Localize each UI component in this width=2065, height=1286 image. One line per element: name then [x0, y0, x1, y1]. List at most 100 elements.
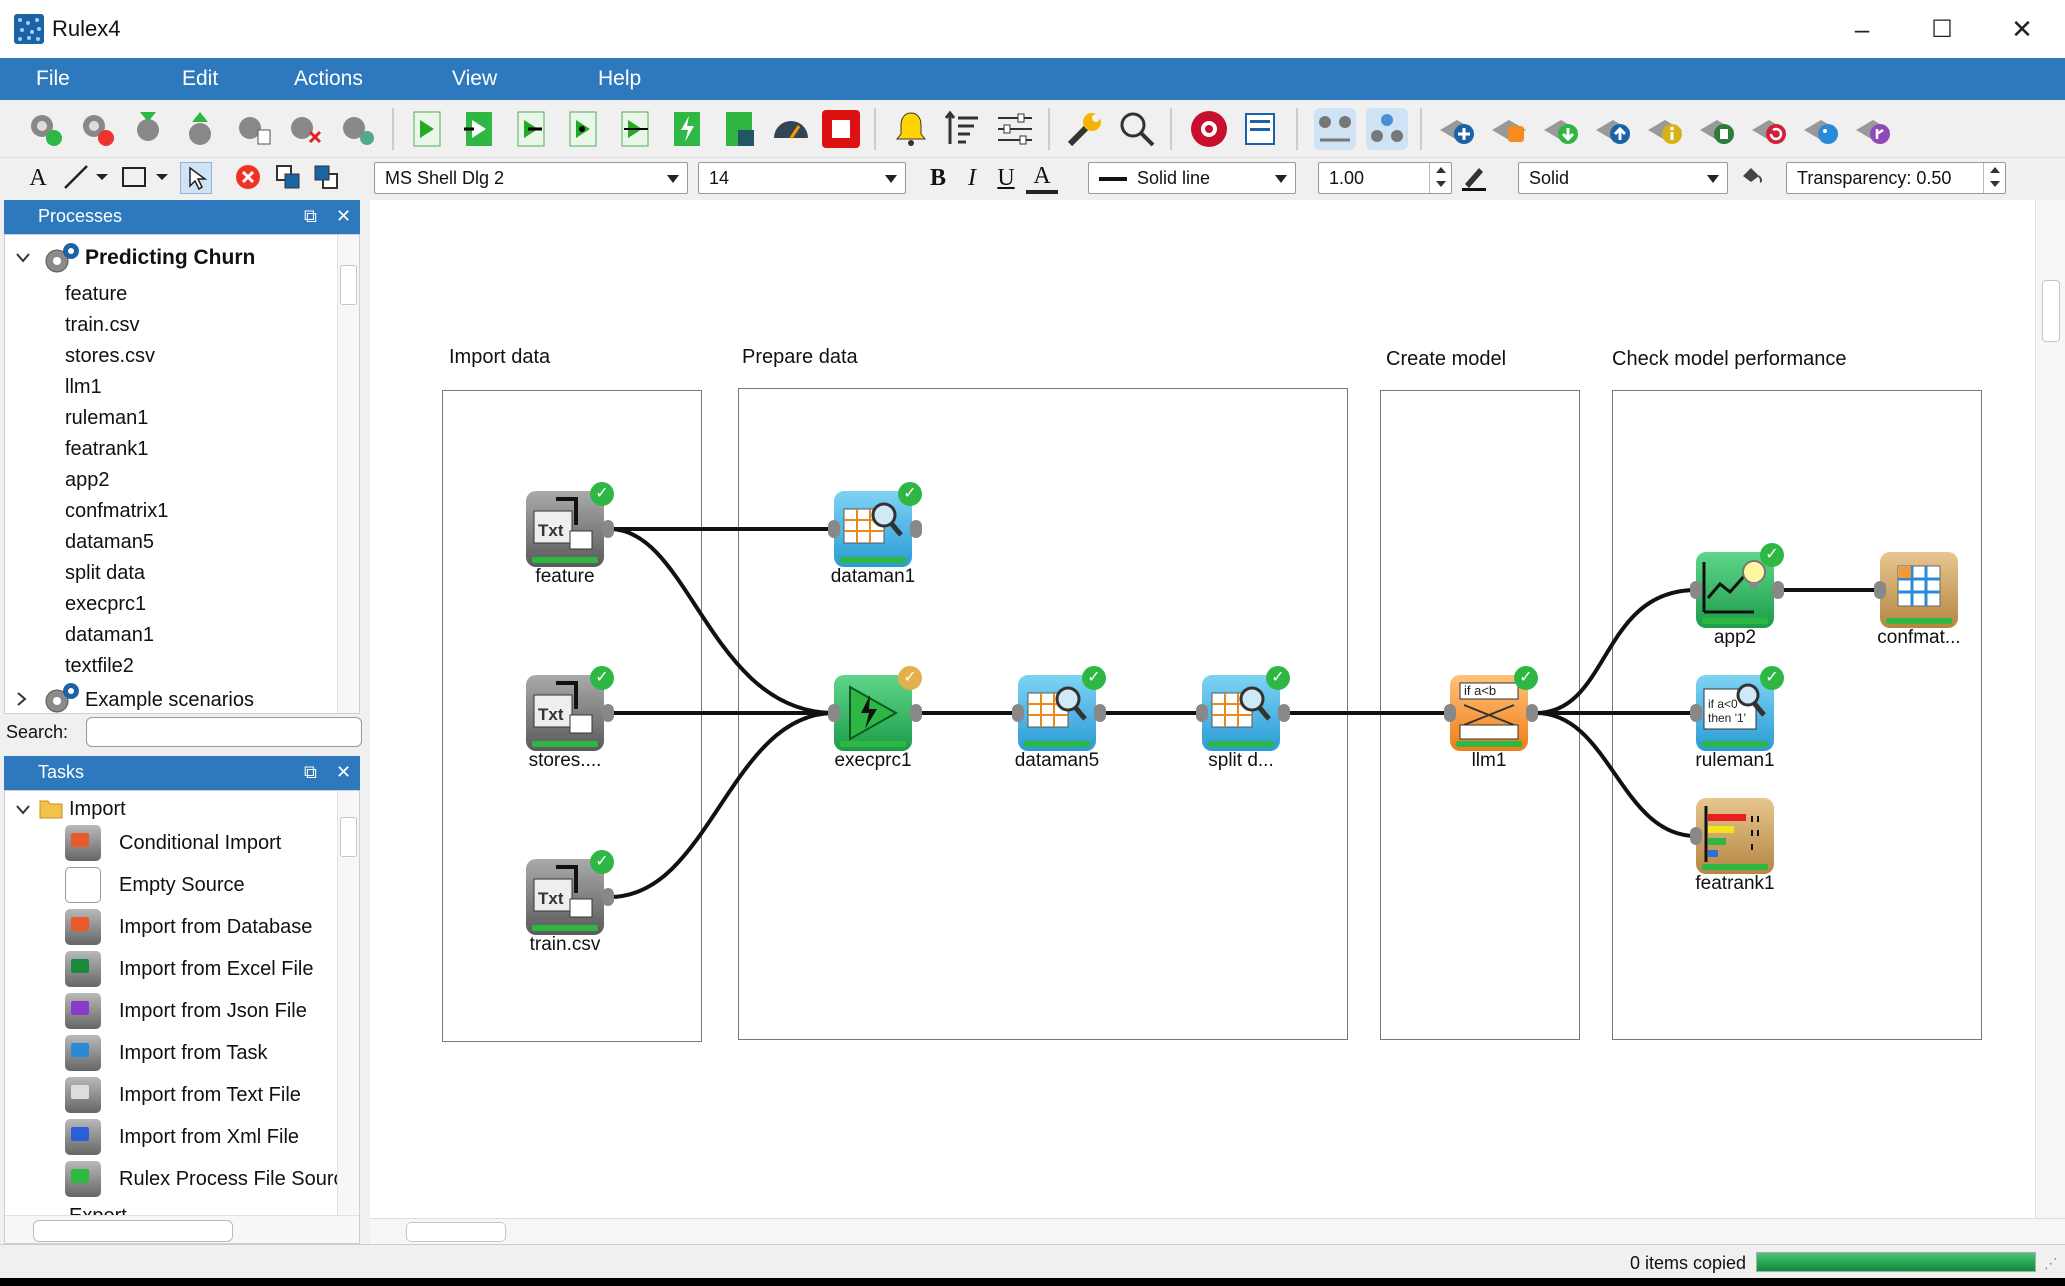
- processes-scrollbar[interactable]: [337, 235, 359, 713]
- tasks-scrollbar[interactable]: [337, 791, 359, 1215]
- expand-chevron-icon[interactable]: [15, 803, 31, 817]
- shape-dropdown-icon[interactable]: [152, 162, 172, 194]
- process-root[interactable]: Predicting Churn: [85, 246, 256, 269]
- node-dataman5[interactable]: [1018, 675, 1096, 751]
- output-port[interactable]: [602, 520, 614, 538]
- close-button[interactable]: ✕: [2011, 13, 2033, 44]
- fill-style-select[interactable]: Solid: [1518, 162, 1728, 194]
- task-item[interactable]: Import from Excel File: [65, 951, 313, 987]
- bold-button[interactable]: B: [929, 165, 946, 191]
- process-item[interactable]: dataman5: [65, 531, 154, 553]
- font-name-select[interactable]: MS Shell Dlg 2: [374, 162, 688, 194]
- task-item[interactable]: Rulex Process File Sourc: [65, 1161, 341, 1197]
- run-to-icon[interactable]: [510, 108, 552, 150]
- sort-icon[interactable]: [942, 108, 984, 150]
- performance-gauge-icon[interactable]: [770, 108, 812, 150]
- expand-chevron-icon[interactable]: [15, 251, 31, 265]
- output-port[interactable]: [1278, 704, 1290, 722]
- settings-process-icon[interactable]: [336, 108, 378, 150]
- input-port[interactable]: [1690, 581, 1702, 599]
- output-port[interactable]: [910, 704, 922, 722]
- tag-task-icon[interactable]: [1800, 108, 1842, 150]
- record-icon[interactable]: [1188, 108, 1230, 150]
- input-port[interactable]: [1444, 704, 1456, 722]
- transparency-spinbox[interactable]: Transparency: 0.50: [1786, 162, 2006, 194]
- undock-icon[interactable]: ⧉: [304, 762, 317, 782]
- menu-edit[interactable]: Edit: [182, 67, 219, 90]
- tasks-folder-import[interactable]: Import: [69, 798, 126, 820]
- scroll-thumb[interactable]: [406, 1222, 506, 1242]
- node-llm1[interactable]: if a<b: [1450, 675, 1528, 751]
- close-process-icon[interactable]: [76, 108, 118, 150]
- process-item[interactable]: execprc1: [65, 593, 147, 615]
- run-icon[interactable]: [406, 108, 448, 150]
- scroll-thumb[interactable]: [33, 1220, 233, 1242]
- process-item[interactable]: ruleman1: [65, 407, 149, 429]
- input-port[interactable]: [1874, 581, 1886, 599]
- underline-button[interactable]: U: [997, 165, 1015, 191]
- scroll-thumb[interactable]: [340, 265, 357, 305]
- maximize-button[interactable]: ☐: [1931, 15, 1953, 43]
- group-import-data[interactable]: [442, 390, 702, 1042]
- pdf-process-icon[interactable]: [284, 108, 326, 150]
- output-port[interactable]: [1526, 704, 1538, 722]
- node-app2[interactable]: [1696, 552, 1774, 628]
- run-step-icon[interactable]: [562, 108, 604, 150]
- node-execprc1[interactable]: [834, 675, 912, 751]
- new-process-icon[interactable]: [24, 108, 66, 150]
- node-feature[interactable]: Txt: [526, 491, 604, 567]
- reset-task-icon[interactable]: [1748, 108, 1790, 150]
- menu-file[interactable]: File: [36, 67, 70, 90]
- bring-front-icon[interactable]: [272, 162, 304, 194]
- canvas-vscrollbar[interactable]: [2035, 200, 2065, 1218]
- input-port[interactable]: [1196, 704, 1208, 722]
- line-width-spinbox[interactable]: 1.00: [1318, 162, 1452, 194]
- collapse-chevron-icon[interactable]: [15, 691, 29, 707]
- task-item[interactable]: Import from Task: [65, 1035, 268, 1071]
- input-port[interactable]: [828, 520, 840, 538]
- tasks-hscrollbar[interactable]: [5, 1215, 359, 1243]
- node-ruleman1[interactable]: if a<0 then '1': [1696, 675, 1774, 751]
- tasks-folder-export[interactable]: Export: [69, 1205, 127, 1217]
- task-item[interactable]: Empty Source: [65, 867, 245, 903]
- italic-button[interactable]: I: [968, 165, 976, 191]
- process-item[interactable]: confmatrix1: [65, 500, 169, 522]
- process-item[interactable]: stores.csv: [65, 345, 156, 367]
- node-train[interactable]: Txt: [526, 859, 604, 935]
- node-featrank1[interactable]: [1696, 798, 1774, 874]
- output-port[interactable]: [910, 520, 922, 538]
- delete-shape-icon[interactable]: [232, 162, 264, 194]
- node-dataman1[interactable]: [834, 491, 912, 567]
- task-item[interactable]: Import from Json File: [65, 993, 307, 1029]
- text-tool-button[interactable]: A: [29, 165, 47, 191]
- input-port[interactable]: [1690, 704, 1702, 722]
- process-item[interactable]: train.csv: [65, 314, 140, 336]
- stop-icon[interactable]: [820, 108, 862, 150]
- input-port[interactable]: [828, 704, 840, 722]
- line-tool-icon[interactable]: [60, 162, 92, 194]
- copy-task-icon[interactable]: [1696, 108, 1738, 150]
- workflow-canvas[interactable]: Import data Prepare data Create model Ch…: [370, 200, 2035, 1218]
- canvas-hscrollbar[interactable]: [370, 1218, 2065, 1244]
- node-split-data[interactable]: [1202, 675, 1280, 751]
- upload-task-icon[interactable]: [1592, 108, 1634, 150]
- process-item[interactable]: dataman1: [65, 624, 154, 646]
- process-item[interactable]: llm1: [65, 376, 102, 398]
- menu-help[interactable]: Help: [598, 67, 642, 90]
- rectangle-tool-icon[interactable]: [118, 162, 150, 194]
- search-icon[interactable]: [1116, 108, 1158, 150]
- output-port[interactable]: [602, 704, 614, 722]
- run-save-icon[interactable]: [718, 108, 760, 150]
- multi-link-mode-icon[interactable]: [1366, 108, 1408, 150]
- line-color-icon[interactable]: [1458, 162, 1490, 194]
- link-mode-icon[interactable]: [1314, 108, 1356, 150]
- process-item[interactable]: textfile2: [65, 655, 134, 677]
- task-item[interactable]: Import from Text File: [65, 1077, 301, 1113]
- bell-icon[interactable]: [890, 108, 932, 150]
- process-item[interactable]: split data: [65, 562, 146, 584]
- menu-actions[interactable]: Actions: [294, 67, 363, 90]
- task-item[interactable]: Import from Xml File: [65, 1119, 299, 1155]
- run-fast-icon[interactable]: [666, 108, 708, 150]
- process-item[interactable]: feature: [65, 283, 128, 305]
- font-color-button[interactable]: A: [1026, 162, 1058, 194]
